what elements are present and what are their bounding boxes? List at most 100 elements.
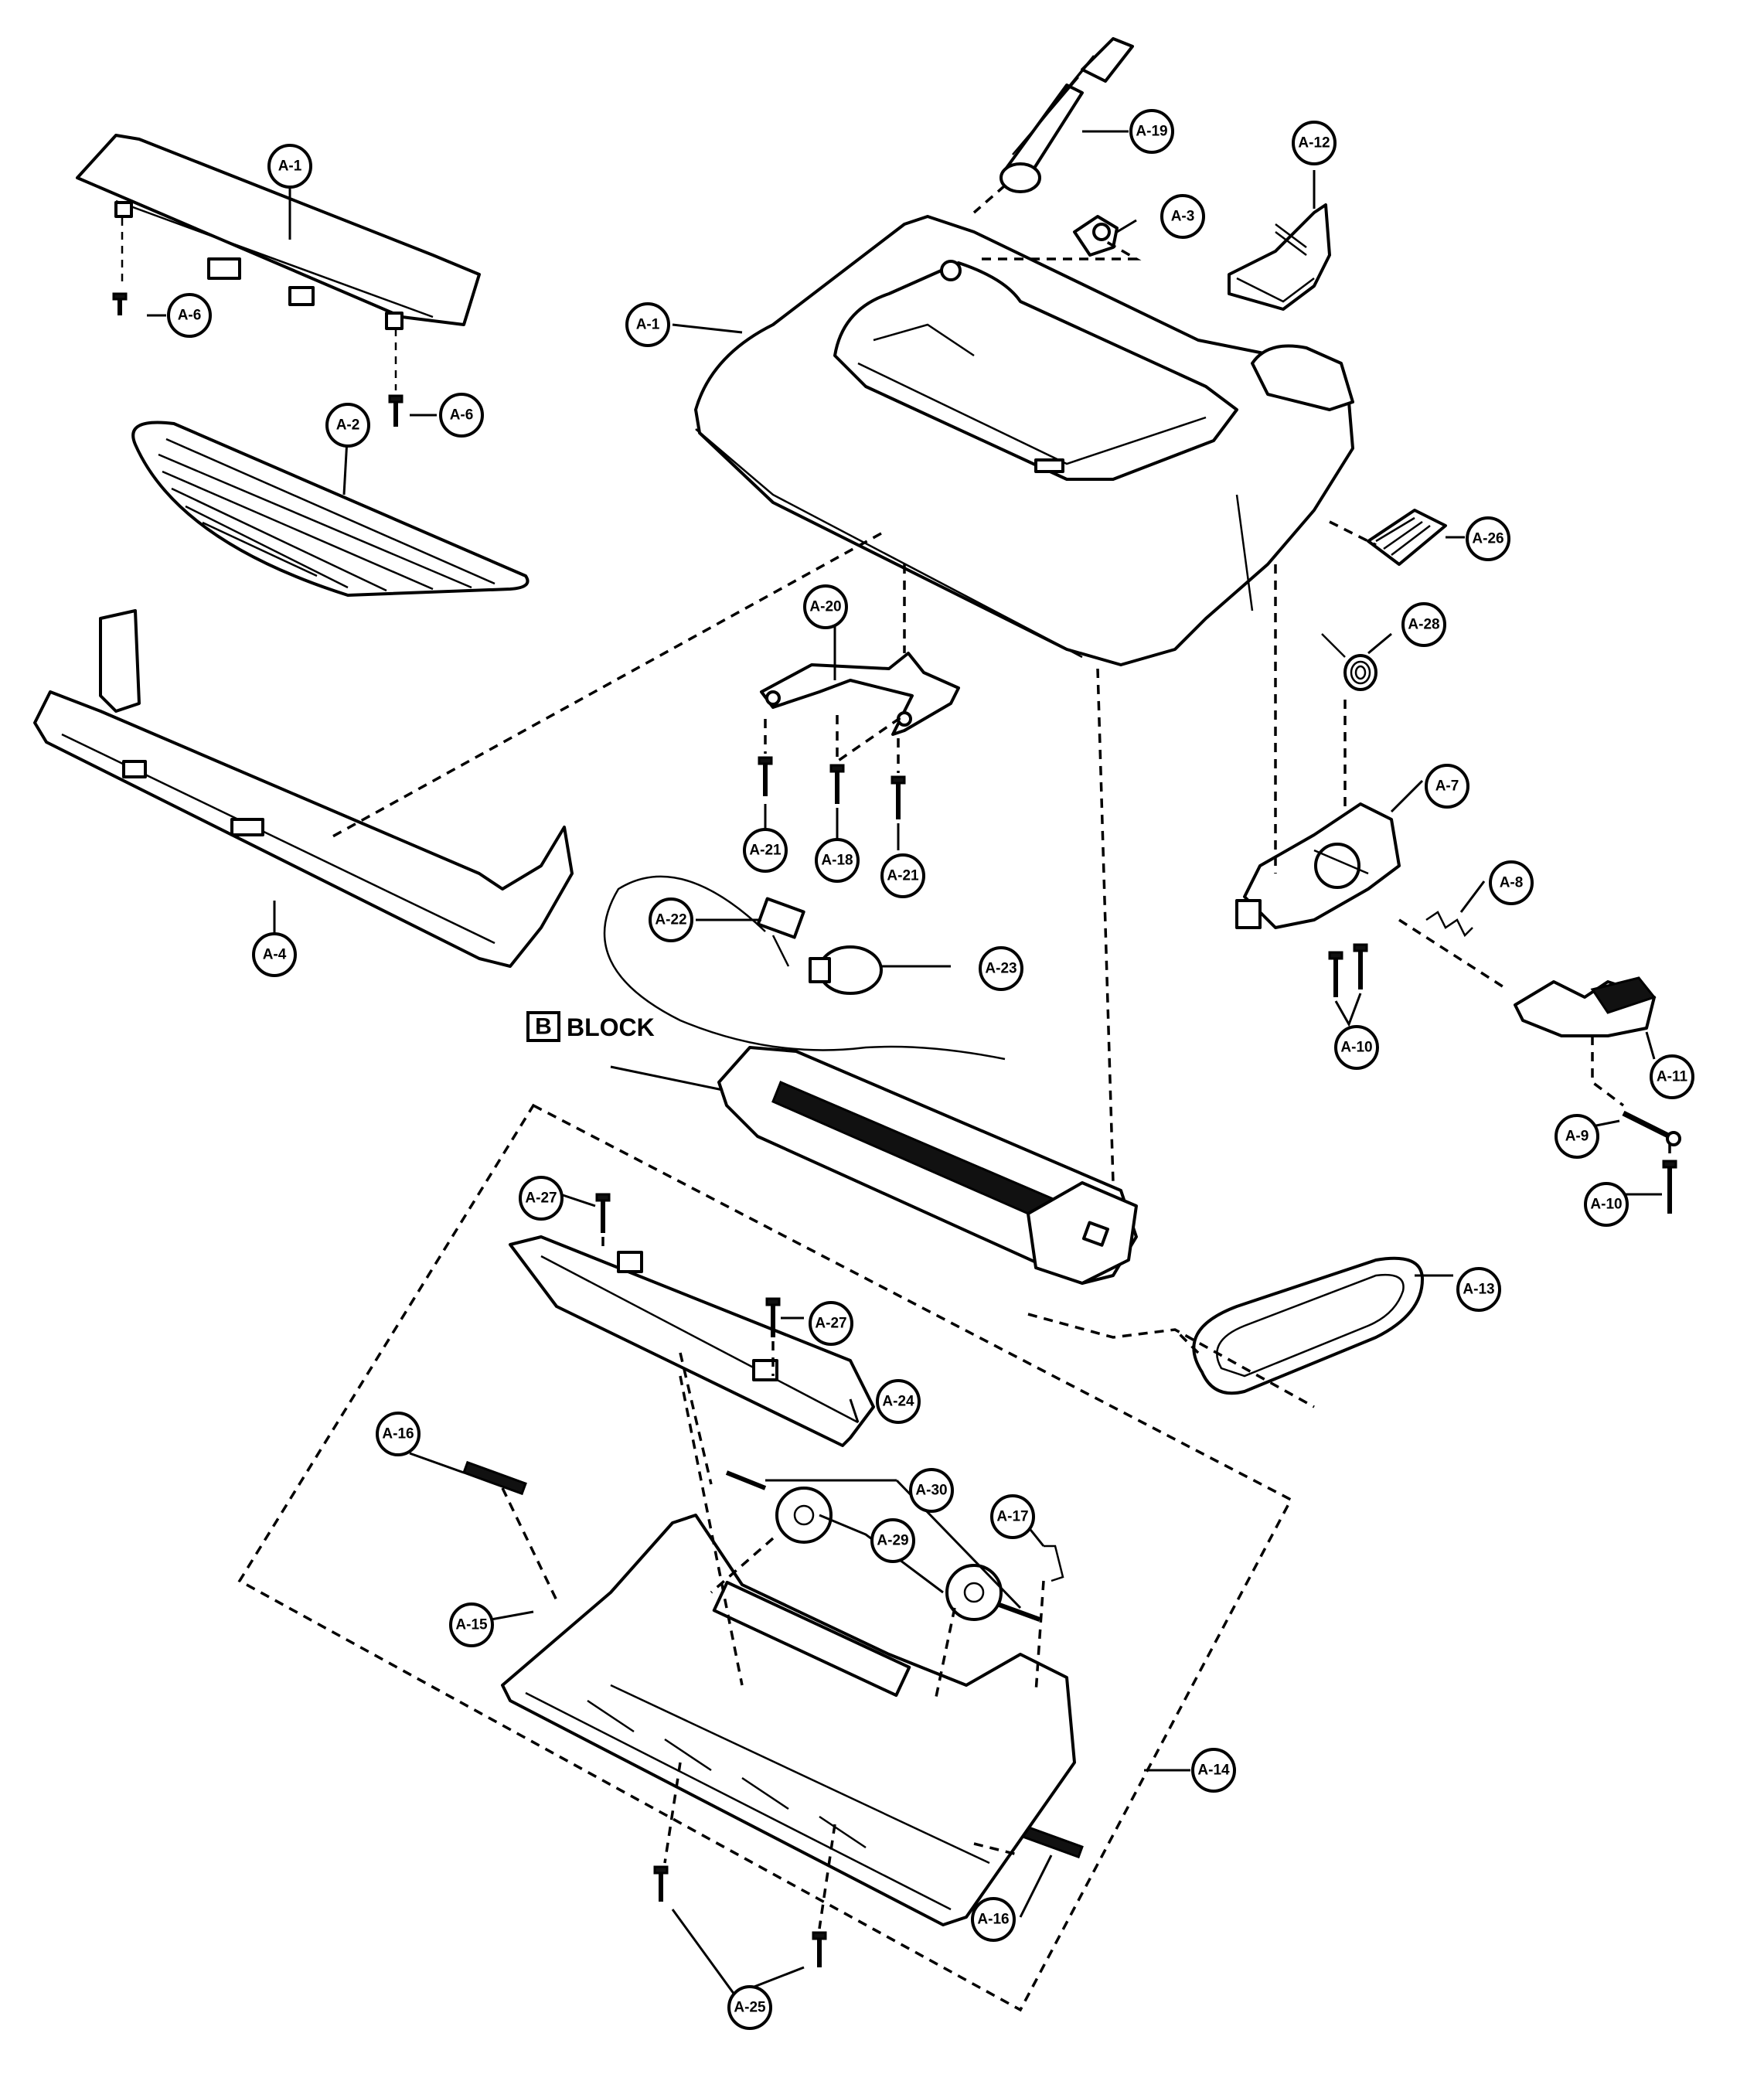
callout-a21-left: A-21 bbox=[743, 828, 788, 873]
callout-a24: A-24 bbox=[876, 1379, 921, 1424]
svg-text:A-17: A-17 bbox=[996, 1509, 1028, 1525]
svg-text:A-2: A-2 bbox=[336, 417, 360, 434]
part-drive-belt bbox=[1192, 1256, 1424, 1395]
svg-text:A-9: A-9 bbox=[1565, 1129, 1589, 1145]
svg-text:A-28: A-28 bbox=[1408, 617, 1439, 633]
assembly-dashed-lines bbox=[237, 184, 1671, 2012]
callout-a20: A-20 bbox=[803, 584, 848, 629]
svg-text:A-22: A-22 bbox=[655, 912, 686, 928]
callout-a17: A-17 bbox=[990, 1494, 1035, 1539]
part-screw-a6-right bbox=[388, 329, 404, 427]
callout-a18: A-18 bbox=[815, 838, 860, 883]
svg-text:A-1: A-1 bbox=[636, 317, 660, 333]
svg-text:A-29: A-29 bbox=[877, 1533, 908, 1549]
callout-a30: A-30 bbox=[909, 1468, 954, 1513]
callout-a19: A-19 bbox=[1129, 109, 1174, 154]
block-letter-box bbox=[526, 1011, 560, 1042]
callout-a23: A-23 bbox=[979, 946, 1023, 991]
callout-a10-pair: A-10 bbox=[1334, 1025, 1379, 1070]
svg-text:A-27: A-27 bbox=[525, 1190, 557, 1207]
part-pedal bbox=[1514, 976, 1657, 1037]
callout-a29: A-29 bbox=[870, 1518, 915, 1563]
svg-text:A-11: A-11 bbox=[1657, 1069, 1688, 1085]
callout-a1: A-1 bbox=[625, 302, 670, 347]
part-pedal-cover bbox=[1228, 203, 1331, 311]
svg-text:A-10: A-10 bbox=[1590, 1197, 1622, 1213]
svg-text:A-27: A-27 bbox=[815, 1316, 846, 1332]
callout-a27-right: A-27 bbox=[809, 1301, 853, 1346]
svg-text:A-1: A-1 bbox=[278, 158, 302, 175]
part-screws-a27 bbox=[595, 1193, 781, 1337]
part-brushroll bbox=[610, 1046, 1138, 1285]
callout-a5: A-1 bbox=[267, 144, 312, 189]
svg-text:A-8: A-8 bbox=[1500, 875, 1524, 891]
part-grille bbox=[131, 421, 530, 597]
part-screw-a10-lower bbox=[1662, 1160, 1677, 1214]
part-spring-a16-left bbox=[462, 1460, 527, 1496]
part-pin-a9 bbox=[1622, 1110, 1681, 1146]
part-wheels bbox=[775, 1487, 1003, 1621]
part-light-bulb bbox=[809, 945, 883, 995]
callout-a7: A-7 bbox=[1425, 764, 1469, 809]
callout-a11: A-11 bbox=[1650, 1054, 1694, 1099]
callout-a27-left: A-27 bbox=[519, 1176, 564, 1221]
svg-text:A-21: A-21 bbox=[887, 868, 919, 884]
callout-a25: A-25 bbox=[727, 1985, 772, 2030]
callout-a12: A-12 bbox=[1292, 121, 1337, 165]
callout-a16-right: A-16 bbox=[971, 1897, 1016, 1942]
part-a3-clip bbox=[1073, 215, 1119, 257]
svg-text:A-26: A-26 bbox=[1472, 531, 1503, 547]
block-letter: B bbox=[535, 1014, 552, 1040]
part-screws-a21-a18 bbox=[758, 756, 906, 819]
callout-a2: A-2 bbox=[325, 403, 370, 448]
callout-a28: A-28 bbox=[1401, 602, 1446, 647]
callout-a8: A-8 bbox=[1489, 860, 1534, 905]
part-screws-a25 bbox=[653, 1865, 827, 1967]
part-hose-connector bbox=[999, 37, 1134, 193]
svg-text:A-23: A-23 bbox=[985, 961, 1017, 977]
svg-text:A-16: A-16 bbox=[977, 1912, 1009, 1928]
svg-text:A-12: A-12 bbox=[1298, 135, 1330, 152]
svg-text:A-25: A-25 bbox=[734, 2000, 766, 2016]
svg-text:A-4: A-4 bbox=[263, 947, 287, 963]
part-base-plate bbox=[509, 1235, 875, 1447]
svg-text:A-6: A-6 bbox=[450, 407, 474, 424]
part-spring-a8 bbox=[1425, 911, 1473, 938]
callout-a14: A-14 bbox=[1191, 1748, 1236, 1793]
svg-text:A-30: A-30 bbox=[915, 1483, 947, 1499]
callout-a6-right: A-6 bbox=[439, 393, 484, 438]
svg-text:A-16: A-16 bbox=[382, 1426, 414, 1442]
svg-text:A-15: A-15 bbox=[455, 1617, 488, 1633]
svg-text:A-24: A-24 bbox=[882, 1394, 914, 1410]
svg-text:A-6: A-6 bbox=[178, 308, 202, 324]
callout-a16-left: A-16 bbox=[376, 1412, 421, 1456]
part-pedal-bracket bbox=[1235, 802, 1401, 929]
callout-a10-lower: A-10 bbox=[1584, 1182, 1629, 1227]
svg-text:A-18: A-18 bbox=[821, 853, 853, 869]
part-spring-a16-right bbox=[1019, 1824, 1084, 1859]
callout-a9: A-9 bbox=[1555, 1114, 1599, 1159]
callout-a26: A-26 bbox=[1466, 516, 1510, 561]
svg-text:A-14: A-14 bbox=[1197, 1763, 1230, 1779]
callout-a3: A-3 bbox=[1160, 194, 1205, 239]
part-main-housing bbox=[694, 215, 1354, 666]
svg-text:A-7: A-7 bbox=[1435, 778, 1459, 795]
svg-text:A-21: A-21 bbox=[749, 843, 782, 859]
part-screw-a6-left bbox=[112, 218, 128, 315]
part-filter-pad bbox=[1367, 509, 1447, 566]
part-bracket-a20 bbox=[760, 652, 960, 736]
svg-text:A-3: A-3 bbox=[1171, 209, 1195, 225]
part-screws-a10-pair bbox=[1328, 943, 1368, 997]
block-label: B BLOCK bbox=[526, 1011, 655, 1042]
callout-a22: A-22 bbox=[649, 897, 693, 942]
svg-text:A-13: A-13 bbox=[1463, 1282, 1494, 1298]
part-spring-a28 bbox=[1321, 633, 1377, 691]
callout-a6-top: A-6 bbox=[167, 293, 212, 338]
svg-text:A-20: A-20 bbox=[809, 599, 841, 615]
callout-a13: A-13 bbox=[1456, 1267, 1501, 1312]
part-bumper-cover bbox=[76, 134, 481, 330]
part-front-bumper bbox=[33, 609, 574, 968]
svg-text:A-10: A-10 bbox=[1340, 1040, 1372, 1056]
part-axle-pin bbox=[725, 1470, 1041, 1622]
